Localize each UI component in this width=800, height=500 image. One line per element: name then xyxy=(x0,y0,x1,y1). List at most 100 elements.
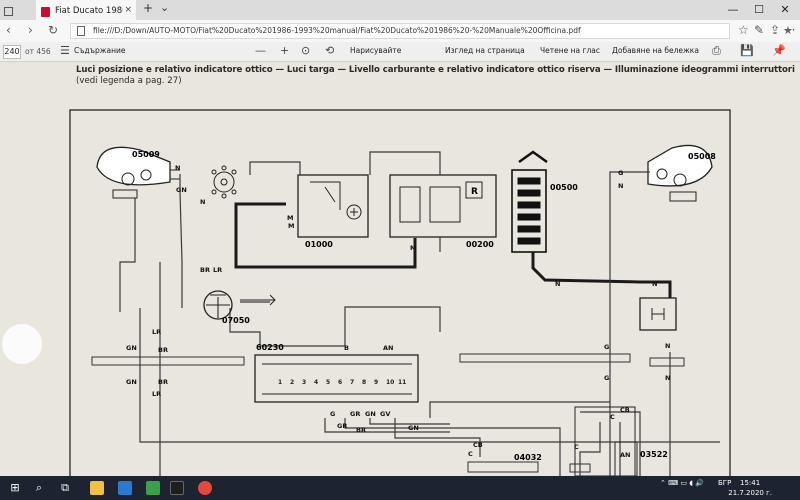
new-tab-button[interactable]: + xyxy=(143,1,154,15)
refresh-button[interactable]: ↻ xyxy=(48,23,59,37)
svg-text:LR: LR xyxy=(152,390,161,398)
svg-text:BR: BR xyxy=(200,266,210,274)
fit-page-button[interactable]: ⊙ xyxy=(301,44,311,57)
clock-date: 21.7.2020 г. xyxy=(728,489,772,497)
cluster-00500 xyxy=(511,150,548,253)
label-00500: 00500 xyxy=(550,183,578,192)
relay-03522 xyxy=(574,406,638,476)
svg-text:CB: CB xyxy=(473,441,483,449)
svg-text:N: N xyxy=(200,198,205,206)
file-explorer-icon[interactable] xyxy=(90,481,104,495)
url-field[interactable]: file:///D:/Down/AUTO-MOTO/Fiat%20Ducato%… xyxy=(70,23,793,39)
document-viewer[interactable]: Luci posizione e relativo indicatore ott… xyxy=(0,62,800,476)
fuse-number: 2 xyxy=(290,379,294,386)
search-icon[interactable]: ⌕ xyxy=(35,481,43,494)
svg-text:N: N xyxy=(175,164,180,172)
more-menu-icon[interactable]: ··· xyxy=(784,23,796,37)
start-button[interactable]: ⊞ xyxy=(10,481,20,494)
svg-text:C: C xyxy=(468,450,473,458)
maximize-button[interactable]: ☐ xyxy=(754,3,764,16)
fuse-number: 7 xyxy=(350,379,354,386)
favorites-icon[interactable]: ☆ xyxy=(738,23,749,37)
svg-text:LR: LR xyxy=(213,266,222,274)
label-07050: 07050 xyxy=(222,316,250,325)
contents-button[interactable]: Съдържание xyxy=(74,46,126,55)
svg-text:CB: CB xyxy=(620,406,630,414)
tab-close-button[interactable]: × xyxy=(124,5,132,15)
fuse-number: 9 xyxy=(374,379,378,386)
address-bar: ‹ › ↻ file:///D:/Down/AUTO-MOTO/Fiat%20D… xyxy=(0,20,800,42)
svg-text:C: C xyxy=(610,413,615,421)
tray-icons[interactable]: ⌃ ⌨ ▭ ◖ 🔊 xyxy=(660,479,704,487)
svg-text:AN: AN xyxy=(620,451,630,459)
back-button[interactable]: ‹ xyxy=(6,23,11,37)
tab-menu-button[interactable]: ⌄ xyxy=(160,1,170,14)
taskbar: ⊞ ⌕ ⧉ ⌃ ⌨ ▭ ◖ 🔊 БГР 15:41 21.7.2020 г. xyxy=(0,476,800,500)
ground-connector xyxy=(211,165,237,199)
svg-text:M: M xyxy=(410,244,416,252)
rotate-button[interactable]: ⟲ xyxy=(325,44,335,57)
svg-text:BR: BR xyxy=(158,346,168,354)
save-icon[interactable]: 💾 xyxy=(740,44,754,57)
svg-text:GN: GN xyxy=(126,344,137,352)
switch-box xyxy=(639,297,677,331)
svg-text:G: G xyxy=(330,410,335,418)
draw-button[interactable]: Нарисувайте xyxy=(350,46,402,55)
svg-text:G: G xyxy=(604,343,609,351)
svg-text:BR: BR xyxy=(356,426,366,434)
add-note-button[interactable]: Добавяне на бележка xyxy=(612,46,699,55)
media-icon[interactable] xyxy=(170,481,184,495)
tray-language[interactable]: БГР xyxy=(718,479,732,487)
pin-icon[interactable]: 📌 xyxy=(772,44,786,57)
fuse-number: 3 xyxy=(302,379,306,386)
pdf-icon xyxy=(41,7,50,17)
minimize-button[interactable]: — xyxy=(727,3,739,16)
title-bar: Fiat Ducato 1986 - Ma × + ⌄ — ☐ ✕ xyxy=(0,0,800,20)
label-R: R xyxy=(471,187,478,197)
svg-text:GR: GR xyxy=(350,410,360,418)
pdf-toolbar: 240 от 456 ☰ Съдържание — + ⊙ ⟲ Нарисува… xyxy=(0,42,800,62)
svg-text:GN: GN xyxy=(365,410,376,418)
svg-text:N: N xyxy=(618,182,623,190)
print-icon[interactable]: ⎙ xyxy=(712,44,721,57)
svg-text:N: N xyxy=(555,280,560,288)
contents-icon[interactable]: ☰ xyxy=(60,44,70,57)
tab-title: Fiat Ducato 1986 - Ma xyxy=(55,6,123,16)
read-aloud-button[interactable]: Четене на глас xyxy=(540,46,600,55)
fuse-number: 10 xyxy=(386,379,394,386)
svg-text:G: G xyxy=(604,374,609,382)
browser-tab[interactable]: Fiat Ducato 1986 - Ma × xyxy=(36,0,136,20)
store-icon[interactable] xyxy=(146,481,160,495)
zoom-out-button[interactable]: — xyxy=(255,44,266,57)
notes-icon[interactable]: ✎ xyxy=(754,23,765,37)
tab-actions[interactable] xyxy=(3,3,31,17)
svg-text:LR: LR xyxy=(152,328,161,336)
switch-07050 xyxy=(203,290,276,320)
zoom-in-button[interactable]: + xyxy=(280,44,290,57)
share-icon[interactable]: ⇪ xyxy=(770,23,781,37)
fuse-number: 11 xyxy=(398,379,406,386)
close-window-button[interactable]: ✕ xyxy=(780,3,790,16)
document-title: Luci posizione e relativo indicatore ott… xyxy=(76,65,795,75)
wire-labels: N GN N M M M N N G N G G N N BR LR LR GN… xyxy=(126,164,670,459)
svg-text:N: N xyxy=(665,342,670,350)
fuse-number: 5 xyxy=(326,379,330,386)
forward-button[interactable]: › xyxy=(28,23,33,37)
favorite-star-icon[interactable]: ★ xyxy=(783,24,793,37)
label-05008: 05008 xyxy=(688,152,716,161)
label-60230: 60230 xyxy=(256,343,284,352)
chrome-icon[interactable] xyxy=(198,481,212,495)
clock[interactable]: 15:41 21.7.2020 г. xyxy=(728,478,772,498)
scroll-indicator[interactable] xyxy=(2,324,42,364)
svg-text:N: N xyxy=(665,374,670,382)
main-wires xyxy=(234,202,672,298)
task-view-icon[interactable]: ⧉ xyxy=(61,481,69,494)
page-view-button[interactable]: Изглед на страница xyxy=(445,46,525,55)
edge-icon[interactable] xyxy=(118,481,132,495)
lamp-05009 xyxy=(96,146,180,199)
svg-text:GR: GR xyxy=(337,422,347,430)
clock-time: 15:41 xyxy=(740,479,761,487)
svg-text:GN: GN xyxy=(126,378,137,386)
wiring-diagram: 05009 05008 01 xyxy=(69,109,731,476)
page-number-input[interactable]: 240 xyxy=(3,45,21,59)
